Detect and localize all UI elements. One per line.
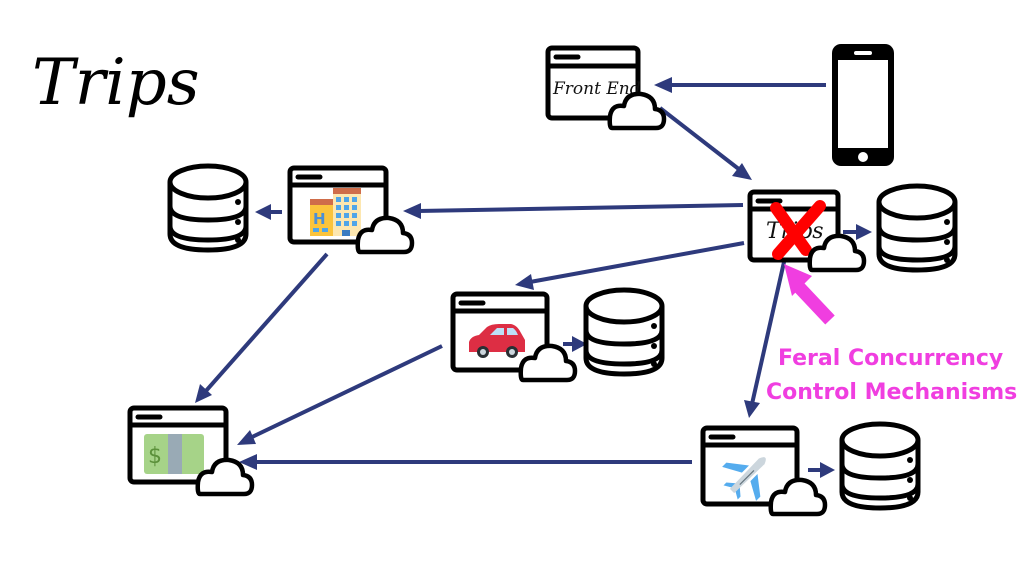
edge-hotel-to-payment <box>195 252 329 403</box>
flight-service <box>700 425 825 514</box>
money-icon: $ <box>144 434 204 474</box>
annotation-label: Feral Concurrency Control Mechanisms <box>766 346 1017 405</box>
car-database-icon <box>586 290 662 374</box>
edge-phone-to-frontend <box>654 77 826 93</box>
edge-flight-to-payment <box>239 454 692 470</box>
trips-database-icon <box>879 186 955 270</box>
dollar-symbol: $ <box>148 444 162 469</box>
pointer-arrow <box>784 264 835 325</box>
flight-database-icon <box>842 424 918 508</box>
front-end-service: Front End <box>545 45 664 128</box>
car-service <box>450 291 575 380</box>
svg-text:H: H <box>313 210 326 228</box>
hotel-database-icon <box>170 166 246 250</box>
front-end-label: Front End <box>552 79 641 99</box>
edge-trips-to-car <box>515 241 745 290</box>
diagram-title: Trips <box>32 46 200 120</box>
trips-service: Trips <box>747 189 864 270</box>
edge-car-to-payment <box>237 344 443 445</box>
edge-car-to-cardb <box>563 336 587 352</box>
hotel-icon: H <box>310 188 361 236</box>
annotation-line-2: Control Mechanisms <box>766 380 1017 405</box>
edge-hotel-to-hoteldb <box>255 204 282 220</box>
smartphone-icon <box>832 44 894 166</box>
edge-flight-to-flightdb <box>808 462 835 478</box>
edge-frontend-to-trips <box>658 106 752 180</box>
cross-icon <box>770 200 826 260</box>
edge-trips-to-tripsdb <box>843 224 872 240</box>
hotel-service: H <box>287 165 412 252</box>
airplane-icon <box>722 457 766 501</box>
payment-service: $ <box>127 405 252 494</box>
edge-trips-to-flight <box>744 261 786 418</box>
car-icon <box>469 324 525 358</box>
annotation-line-1: Feral Concurrency <box>778 346 1003 371</box>
edge-trips-to-hotel <box>403 203 744 219</box>
